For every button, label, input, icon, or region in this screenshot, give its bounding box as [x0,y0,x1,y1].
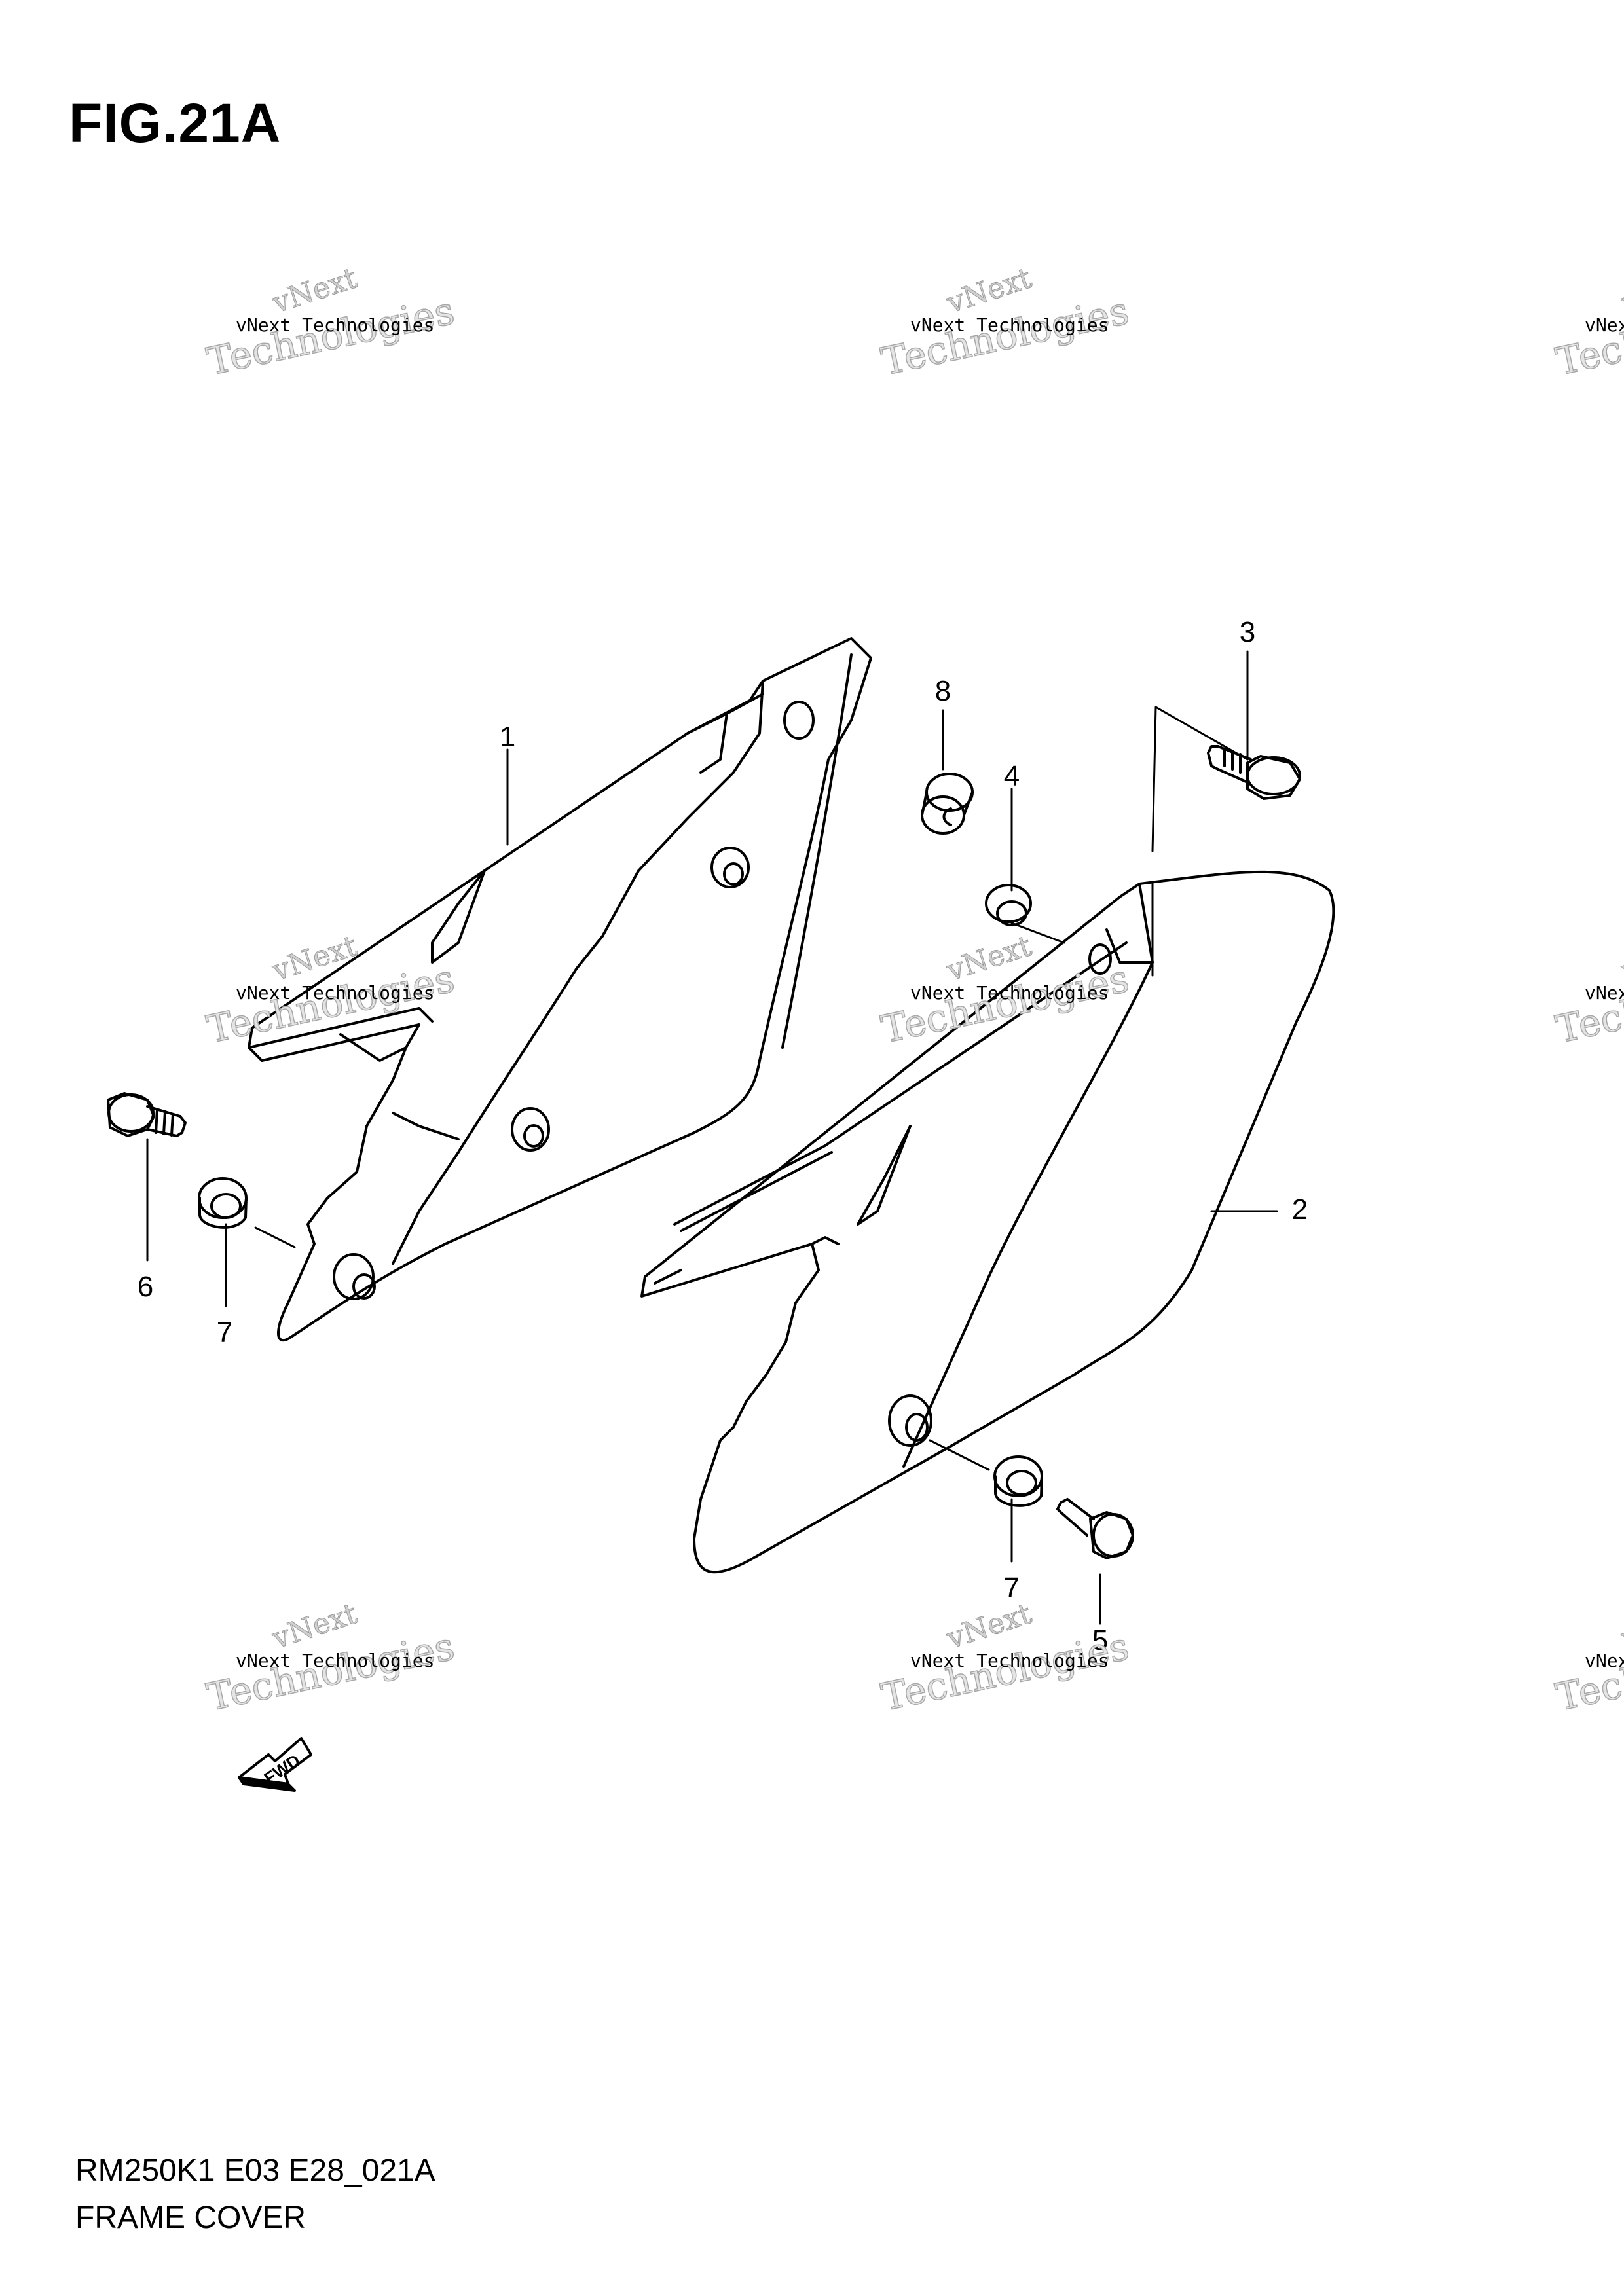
leader-3-bracket [1151,706,1249,977]
callout-4: 4 [1004,760,1020,792]
diagram-name: FRAME COVER [75,2200,306,2235]
leader-4-to-cover [1010,922,1065,944]
callout-1: 1 [500,721,515,753]
callout-8: 8 [935,675,951,707]
grommet-4 [985,884,1032,926]
callout-7-right: 7 [1004,1572,1020,1604]
callout-6: 6 [138,1271,153,1303]
leader-7b-to-cover [929,1439,990,1471]
collar-7-right [993,1455,1043,1507]
cushion-8 [921,773,974,835]
flange-bolt-6 [107,1092,187,1137]
callout-7-left: 7 [217,1317,232,1349]
leader-7a-to-cover [254,1226,296,1248]
diagram-code: RM250K1 E03 E28_021A [75,2153,435,2188]
callout-5: 5 [1092,1624,1108,1656]
flange-bolt-5 [1056,1498,1134,1559]
callout-3: 3 [1240,616,1255,648]
flange-bolt-3 [1207,745,1301,800]
fwd-arrow-icon: FWD [238,1737,312,1792]
frame-cover-right [640,870,1335,1574]
callout-2: 2 [1292,1194,1308,1226]
collar-7-left [198,1177,248,1229]
leader-lines [146,650,1278,1625]
frame-cover-left [248,637,872,1341]
figure-title: FIG.21A [69,92,282,154]
